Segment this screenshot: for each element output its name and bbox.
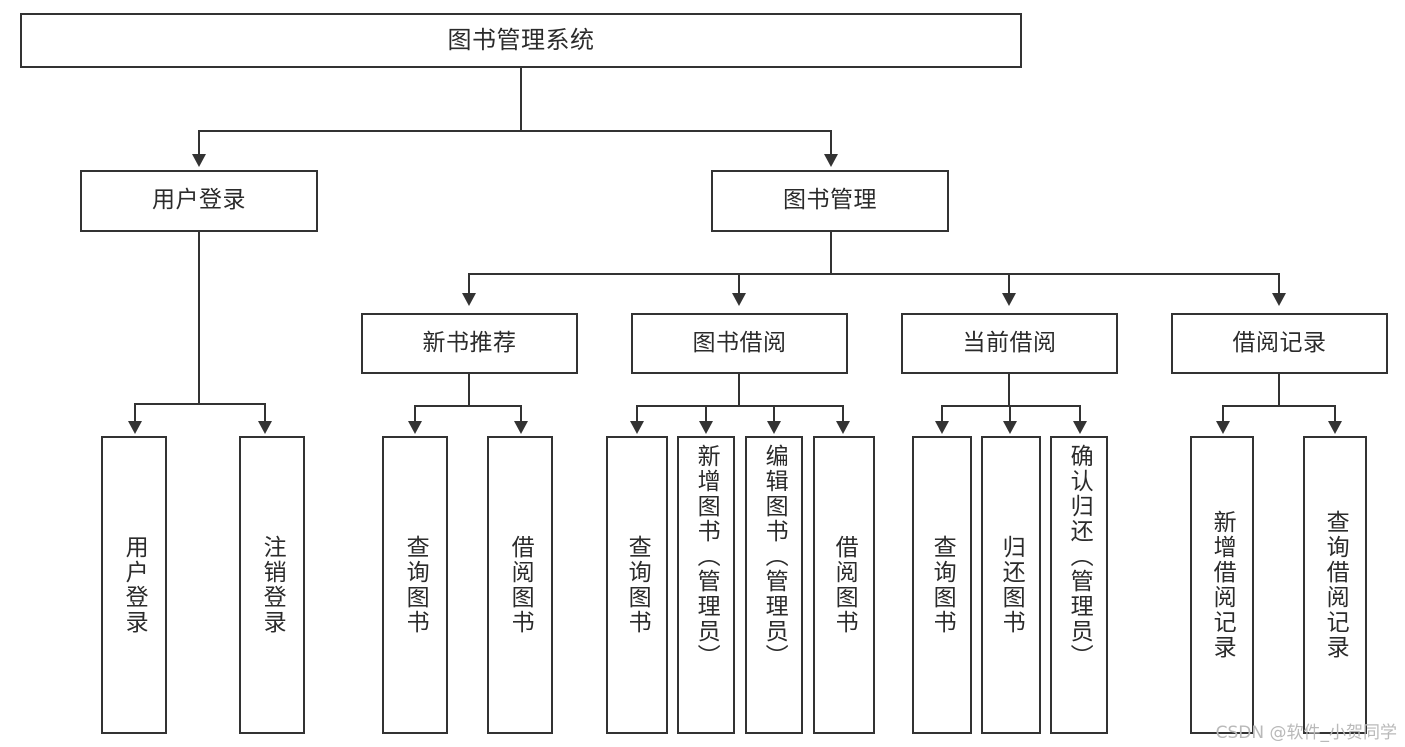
node-label: 归还图书 [998,535,1025,635]
node-label: 图书管理系统 [447,26,595,55]
edge-current-borrow-bus [941,405,1081,407]
edge-new-book-bus [414,405,522,407]
edge-new-book-stem [468,374,470,406]
node-book-borrow[interactable]: 图书借阅 [631,313,848,374]
node-label: 新增图书（管理员） [693,444,720,669]
node-label: 确认归还（管理员） [1066,444,1093,669]
node-label: 用户登录 [152,187,246,214]
edge-book-borrow-bus [636,405,844,407]
node-label: 查询图书 [624,535,651,635]
node-label: 查询借阅记录 [1322,510,1349,660]
arrow-to-leaf-add-book [699,421,713,434]
arrow-to-new-book-recommend [462,293,476,306]
edge-book-borrow-to-leaf-2 [705,405,707,423]
edge-new-book-to-leaf-1 [414,405,416,423]
node-book-management[interactable]: 图书管理 [711,170,949,232]
arrow-to-leaf-return-book [1003,421,1017,434]
leaf-user-login[interactable]: 用户登录 [101,436,167,734]
leaf-add-book-admin[interactable]: 新增图书（管理员） [677,436,735,734]
arrow-to-leaf-query-record [1328,421,1342,434]
leaf-query-book-borrow[interactable]: 查询图书 [606,436,668,734]
leaf-add-borrow-record[interactable]: 新增借阅记录 [1190,436,1254,734]
arrow-to-leaf-query-book-2 [630,421,644,434]
edge-root-to-book-manage [830,130,832,156]
arrow-to-leaf-confirm-return [1073,421,1087,434]
arrow-to-leaf-borrow-book-1 [514,421,528,434]
leaf-borrow-book[interactable]: 借阅图书 [813,436,875,734]
leaf-query-book-recommend[interactable]: 查询图书 [382,436,448,734]
leaf-borrow-book-recommend[interactable]: 借阅图书 [487,436,553,734]
node-label: 借阅记录 [1232,329,1327,356]
edge-book-borrow-stem [738,374,740,406]
leaf-query-book-current[interactable]: 查询图书 [912,436,972,734]
arrow-to-leaf-user-login [128,421,142,434]
edge-current-borrow-to-leaf-2 [1009,405,1011,423]
edge-to-book-borrow [738,273,740,295]
edge-user-login-bus [134,403,264,405]
leaf-confirm-return-admin[interactable]: 确认归还（管理员） [1050,436,1108,734]
edge-new-book-to-leaf-2 [520,405,522,423]
node-label: 借阅图书 [831,535,858,635]
edge-to-borrow-record [1278,273,1280,295]
node-current-borrow[interactable]: 当前借阅 [901,313,1118,374]
edge-borrow-record-to-leaf-2 [1334,405,1336,423]
edge-root-bus [198,130,832,132]
node-label: 图书借阅 [692,329,787,356]
edge-root-to-user-login [198,130,200,156]
node-label: 注销登录 [259,535,286,635]
arrow-to-leaf-edit-book [767,421,781,434]
node-borrow-record[interactable]: 借阅记录 [1171,313,1388,374]
node-label: 编辑图书（管理员） [761,444,788,669]
edge-book-borrow-to-leaf-1 [636,405,638,423]
arrow-to-leaf-add-record [1216,421,1230,434]
node-label: 当前借阅 [962,329,1057,356]
edge-current-borrow-stem [1008,374,1010,406]
arrow-to-book-manage [824,154,838,167]
arrow-to-leaf-logout [258,421,272,434]
edge-user-login-stem [198,232,200,404]
edge-root-stem [520,68,522,131]
watermark-text: CSDN @软件_小贺同学 [1215,723,1397,743]
edge-user-login-to-leaf-1 [134,403,136,423]
node-label: 新增借阅记录 [1209,510,1236,660]
arrow-to-user-login [192,154,206,167]
edge-borrow-record-to-leaf-1 [1222,405,1224,423]
leaf-logout[interactable]: 注销登录 [239,436,305,734]
edge-book-manage-bus [468,273,1280,275]
node-label: 查询图书 [929,535,956,635]
node-label: 查询图书 [402,535,429,635]
edge-borrow-record-bus [1222,405,1336,407]
node-new-book-recommend[interactable]: 新书推荐 [361,313,578,374]
edge-book-manage-stem [830,232,832,274]
leaf-query-borrow-record[interactable]: 查询借阅记录 [1303,436,1367,734]
arrow-to-book-borrow [732,293,746,306]
node-user-login[interactable]: 用户登录 [80,170,318,232]
leaf-edit-book-admin[interactable]: 编辑图书（管理员） [745,436,803,734]
edge-current-borrow-to-leaf-3 [1079,405,1081,423]
node-label: 借阅图书 [507,535,534,635]
edge-book-borrow-to-leaf-3 [773,405,775,423]
leaf-return-book[interactable]: 归还图书 [981,436,1041,734]
node-label: 图书管理 [783,187,877,214]
edge-book-borrow-to-leaf-4 [842,405,844,423]
node-root-system[interactable]: 图书管理系统 [20,13,1022,68]
edge-to-new-book-recommend [468,273,470,295]
arrow-to-leaf-query-book-3 [935,421,949,434]
arrow-to-current-borrow [1002,293,1016,306]
node-label: 新书推荐 [422,329,517,356]
arrow-to-leaf-borrow-book-2 [836,421,850,434]
edge-user-login-to-leaf-2 [264,403,266,423]
node-label: 用户登录 [121,535,148,635]
edge-to-current-borrow [1008,273,1010,295]
arrow-to-leaf-query-book-1 [408,421,422,434]
edge-current-borrow-to-leaf-1 [941,405,943,423]
edge-borrow-record-stem [1278,374,1280,406]
arrow-to-borrow-record [1272,293,1286,306]
